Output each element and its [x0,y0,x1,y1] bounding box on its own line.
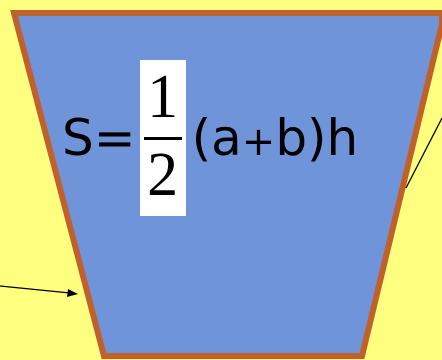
formula-fraction: 1 2 [139,60,186,216]
formula-lhs: S= [62,109,136,167]
fraction-numerator: 1 [147,63,179,131]
trapezoid-shape [10,10,442,359]
arrowhead-left-icon [67,289,78,297]
formula-plus: + [241,119,276,165]
arrow-line-left [0,285,71,294]
fraction-denominator: 2 [147,141,179,209]
formula-rhs: (a+b)h [192,113,359,163]
leader-line-right [405,117,442,189]
area-formula: S= 1 2 (a+b)h [62,60,358,216]
formula-rhs-open: (a [191,109,242,167]
fraction-bar [143,137,182,140]
formula-rhs-close: b)h [275,109,359,167]
